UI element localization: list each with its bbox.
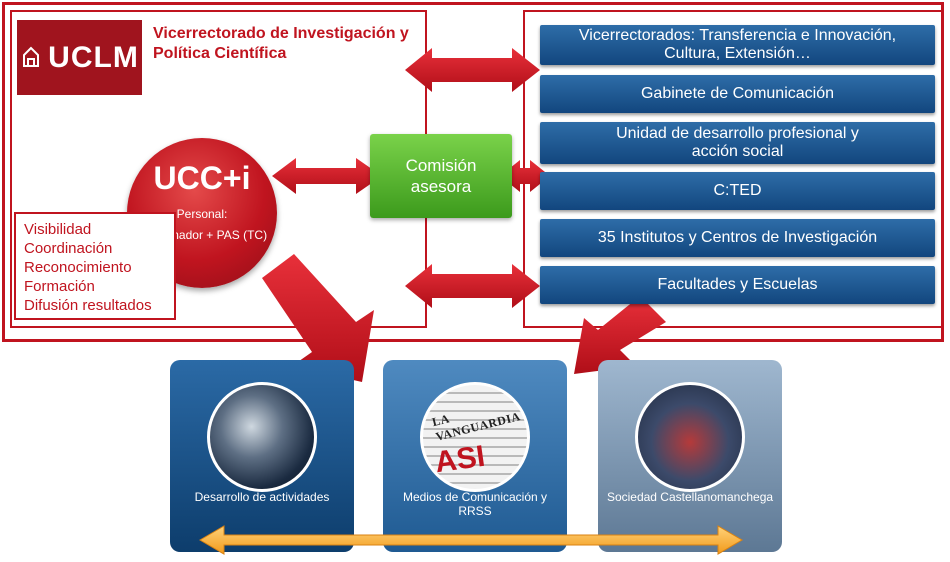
right-down-arrow (574, 296, 666, 374)
ucc-title: UCC+i (153, 160, 251, 196)
comision-line-2: asesora (410, 177, 472, 196)
right-box-line: 35 Institutos y Centros de Investigación (597, 229, 878, 246)
card-desarrollo: Desarrollo de actividades (170, 360, 354, 552)
function-item: Visibilidad (24, 221, 92, 238)
ucc-down-arrow (262, 254, 374, 382)
right-box-line: Vicerrectorados: Transferencia e Innovac… (578, 27, 897, 44)
card-label: Medios de Comunicación y RRSS (402, 490, 548, 518)
function-item: Difusión resultados (24, 297, 152, 314)
crowd-photo (635, 382, 745, 492)
function-item: Coordinación (24, 240, 113, 257)
right-box-cted: C:TED (540, 172, 935, 210)
bottom-orange-arrow-front (199, 525, 743, 555)
functions-box: Visibilidad Coordinación Reconocimiento … (14, 212, 176, 320)
title-line-2: Política Científica (153, 45, 287, 62)
title-line-1: Vicerrectorado de Investigación y (153, 25, 409, 42)
comision-right-arrow (500, 160, 550, 192)
card-label: Sociedad Castellanomanchega (606, 490, 774, 504)
ucc-personal-label: Personal: (176, 207, 228, 221)
vicerrectorado-title: Vicerrectorado de Investigación y Políti… (153, 24, 418, 64)
uclm-emblem-icon (23, 46, 40, 67)
comision-line-1: Comisión (405, 156, 477, 175)
right-box-line: Facultades y Escuelas (657, 276, 818, 293)
right-box-unidad: Unidad de desarrollo profesional y acció… (540, 122, 935, 164)
card-label: Desarrollo de actividades (194, 490, 330, 504)
function-item: Formación (24, 278, 95, 295)
right-box-vicerrectorados: Vicerrectorados: Transferencia e Innovac… (540, 25, 935, 65)
right-box-line: acción social (691, 143, 784, 160)
right-box-facultades: Facultades y Escuelas (540, 266, 935, 304)
right-box-line: Unidad de desarrollo profesional y (616, 125, 859, 142)
bottom-double-arrow (405, 264, 540, 308)
comision-asesora-box: Comisión asesora (370, 134, 512, 218)
uclm-logo: UCLM (17, 20, 142, 95)
newspapers-photo: LA VANGUARDIA ASI (420, 382, 530, 492)
function-item: Reconocimiento (24, 259, 132, 276)
science-collage-photo (207, 382, 317, 492)
top-double-arrow (405, 48, 540, 92)
ucc-comision-arrow (272, 158, 382, 194)
right-box-line: C:TED (713, 182, 762, 199)
right-box-institutos: 35 Institutos y Centros de Investigación (540, 219, 935, 257)
right-box-gabinete: Gabinete de Comunicación (540, 75, 935, 113)
uclm-logo-text: UCLM (48, 40, 139, 74)
card-sociedad: Sociedad Castellanomanchega (598, 360, 782, 552)
right-box-line: Gabinete de Comunicación (640, 85, 834, 102)
right-box-line: Cultura, Extensión… (664, 45, 811, 62)
card-medios: LA VANGUARDIA ASI Medios de Comunicación… (383, 360, 567, 552)
